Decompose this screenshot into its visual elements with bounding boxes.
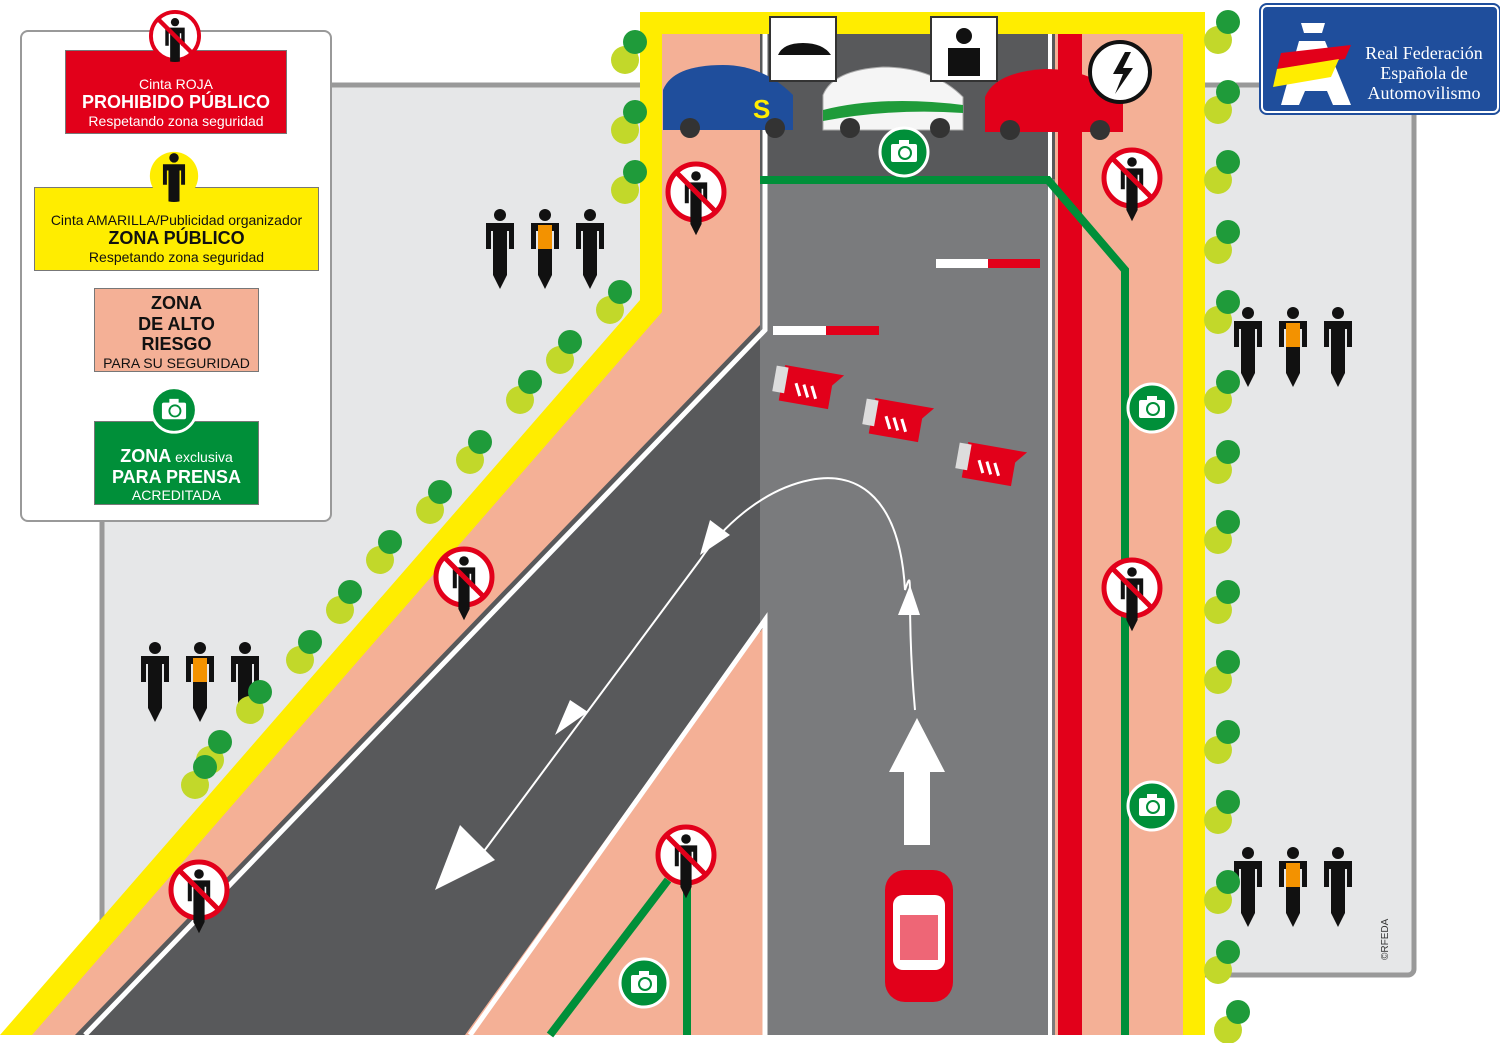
- spectator-group: [486, 209, 604, 289]
- legend-salmon-line4: PARA SU SEGURIDAD: [103, 355, 250, 372]
- main-road: [760, 34, 1055, 1035]
- logo-line2: Española de: [1380, 63, 1468, 83]
- legend-green-line3: ACREDITADA: [131, 487, 222, 504]
- no-entry-icon: [149, 10, 201, 62]
- press-line: [760, 176, 1129, 1035]
- camera-icon: [1126, 780, 1178, 832]
- public-person-icon: [149, 151, 199, 202]
- rally-car: [885, 870, 953, 1002]
- svg-text:S: S: [753, 94, 770, 124]
- arrow-head: [555, 700, 588, 735]
- legend-red-line1: Cinta ROJA: [139, 76, 213, 92]
- legend-red-line3: Respetando zona seguridad: [88, 112, 264, 129]
- arrow-head: [898, 585, 920, 615]
- press-line: [546, 877, 672, 1038]
- stop-line: [988, 259, 1040, 268]
- spectator-group: [1234, 307, 1352, 387]
- start-line: [773, 326, 826, 335]
- legend-red-tape: Cinta ROJA PROHIBIDO PÚBLICO Respetando …: [65, 50, 287, 134]
- logo-line1: Real Federación: [1365, 43, 1483, 63]
- electric-hazard-icon: [1088, 40, 1152, 104]
- island-zone: [475, 625, 765, 1035]
- police-car-sign: [769, 16, 837, 82]
- legend-panel: Cinta ROJA PROHIBIDO PÚBLICO Respetando …: [20, 30, 332, 522]
- spectator-group: [1234, 847, 1352, 927]
- rfeda-emblem-icon: [1273, 23, 1351, 105]
- legend-yellow-line2: ZONA PÚBLICO: [108, 228, 245, 249]
- legend-green-line2: PARA PRENSA: [111, 466, 241, 487]
- legend-salmon-line2: DE ALTO: [138, 313, 215, 334]
- official-sign: [930, 16, 998, 82]
- legend-green-line1b: exclusiva: [171, 449, 233, 465]
- legend-high-risk: ZONA DE ALTO RIESGO PARA SU SEGURIDAD: [94, 288, 259, 372]
- red-tape: [1058, 34, 1082, 1035]
- guardia-civil-car: [822, 66, 964, 138]
- legend-salmon-line3: RIESGO: [141, 334, 212, 355]
- legend-red-line2: PROHIBIDO PÚBLICO: [81, 92, 270, 113]
- rfeda-logo: Real Federación Española de Automovilism…: [1259, 3, 1500, 115]
- red-car: [985, 69, 1123, 140]
- service-car: S: [663, 65, 793, 138]
- side-road: [75, 325, 760, 1035]
- legend-press-zone: ZONA exclusiva PARA PRENSA ACREDITADA: [94, 421, 259, 505]
- legend-green-line1a: ZONA: [120, 446, 172, 466]
- camera-icon: [1126, 382, 1178, 434]
- stop-line: [936, 259, 988, 268]
- camera-icon: [150, 386, 198, 434]
- legend-salmon-line1: ZONA: [151, 293, 202, 313]
- arrow-head: [700, 520, 730, 555]
- legend-yellow-line1: Cinta AMARILLA/Publicidad organizador: [50, 212, 303, 228]
- direction-arrow: [889, 718, 945, 845]
- road-edge-line: [83, 34, 768, 1037]
- arrow-head: [435, 825, 495, 890]
- logo-line3: Automovilismo: [1367, 83, 1481, 103]
- spectator-group: [141, 642, 259, 722]
- camera-icon: [878, 126, 930, 178]
- start-line: [826, 326, 879, 335]
- copyright-text: ©RFEDA: [1380, 918, 1391, 960]
- legend-yellow-line3: Respetando zona seguridad: [88, 248, 265, 265]
- camera-icon: [618, 957, 670, 1009]
- road-edge-line: [467, 612, 768, 1037]
